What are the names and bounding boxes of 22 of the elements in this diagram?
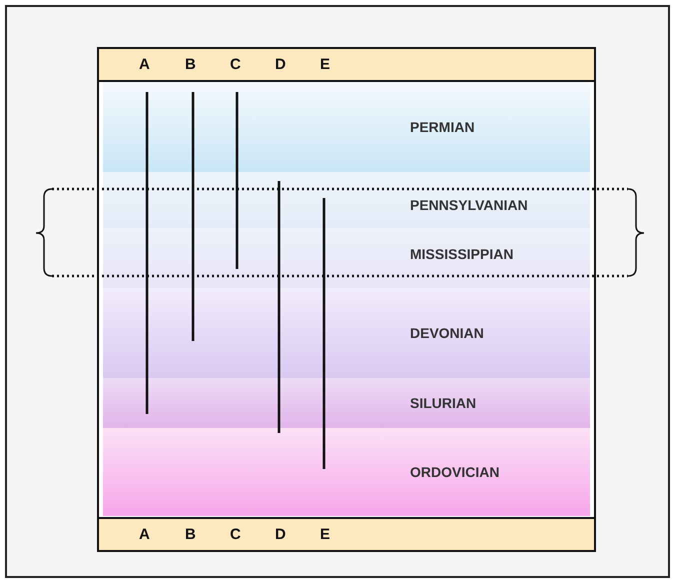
- period-label: PERMIAN: [410, 119, 475, 135]
- column-letter: C: [230, 526, 241, 543]
- column-letter: A: [139, 526, 150, 543]
- period-band: [103, 82, 590, 172]
- period-label: PENNSYLVANIAN: [410, 197, 528, 213]
- column-letter: D: [275, 526, 286, 543]
- column-letter: B: [185, 526, 196, 543]
- column-letter: E: [320, 526, 330, 543]
- period-band: [103, 228, 590, 288]
- column-letter: E: [320, 56, 330, 73]
- period-label: SILURIAN: [410, 395, 476, 411]
- column-letter: A: [139, 56, 150, 73]
- period-label: DEVONIAN: [410, 325, 484, 341]
- period-label: ORDOVICIAN: [410, 464, 500, 480]
- period-band: [103, 378, 590, 428]
- period-label: MISSISSIPPIAN: [410, 246, 514, 262]
- period-band: [103, 288, 590, 378]
- period-band: [103, 172, 590, 228]
- column-letter: B: [185, 56, 196, 73]
- column-letter: D: [275, 56, 286, 73]
- column-letter: C: [230, 56, 241, 73]
- period-band: [103, 428, 590, 516]
